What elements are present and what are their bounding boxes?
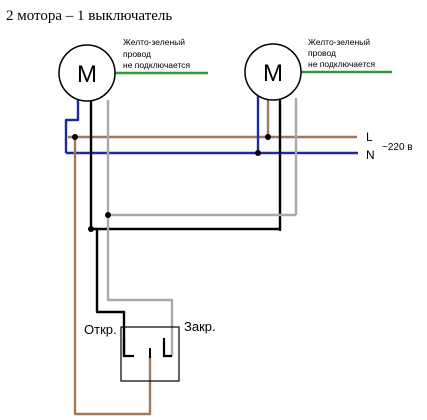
motor-1-note-line-3: не подключается <box>123 60 190 70</box>
line-L-label: L <box>366 130 373 144</box>
junction-dot <box>88 226 94 232</box>
switch-close-label: Закр. <box>184 319 216 334</box>
motor-2-note-line-1: Желто-зеленый <box>308 37 370 47</box>
switch-contact-close <box>162 338 172 358</box>
supply-voltage-label: ~220 в <box>382 142 413 153</box>
motor-1-letter: M <box>77 61 97 88</box>
motor-2: M <box>244 43 302 101</box>
wires <box>64 70 392 416</box>
junction-dot <box>72 134 78 140</box>
diagram-title: 2 мотора – 1 выключатель <box>6 8 172 24</box>
wire-gray-to-switch <box>106 215 174 356</box>
line-N-label: N <box>366 148 375 162</box>
motor-2-body <box>244 43 302 101</box>
motor-2-letter: M <box>263 60 283 87</box>
motor-2-note-line-2: провод <box>308 48 336 58</box>
motor-2-note: Желто-зеленый провод не подключается <box>308 37 375 69</box>
switch-contact-open <box>122 338 134 358</box>
wire-brown-to-switch <box>73 137 152 416</box>
motor-1-note-line-2: провод <box>123 49 151 59</box>
motor-2-note-line-3: не подключается <box>308 59 375 69</box>
junction-dot <box>255 150 261 156</box>
junctions <box>72 134 271 232</box>
motor-1-note-line-1: Желто-зеленый <box>123 37 185 47</box>
motor-1-body <box>58 44 116 102</box>
wire-black-to-switch <box>95 229 126 356</box>
switch-open-label: Откр. <box>84 322 117 337</box>
switch-body <box>120 326 180 382</box>
motor-1-note: Желто-зеленый провод не подключается <box>123 37 190 70</box>
wire-motor1-blue <box>64 96 80 153</box>
motor-1: M <box>58 44 116 102</box>
switch <box>120 326 180 382</box>
junction-dot <box>265 134 271 140</box>
junction-dot <box>105 212 111 218</box>
